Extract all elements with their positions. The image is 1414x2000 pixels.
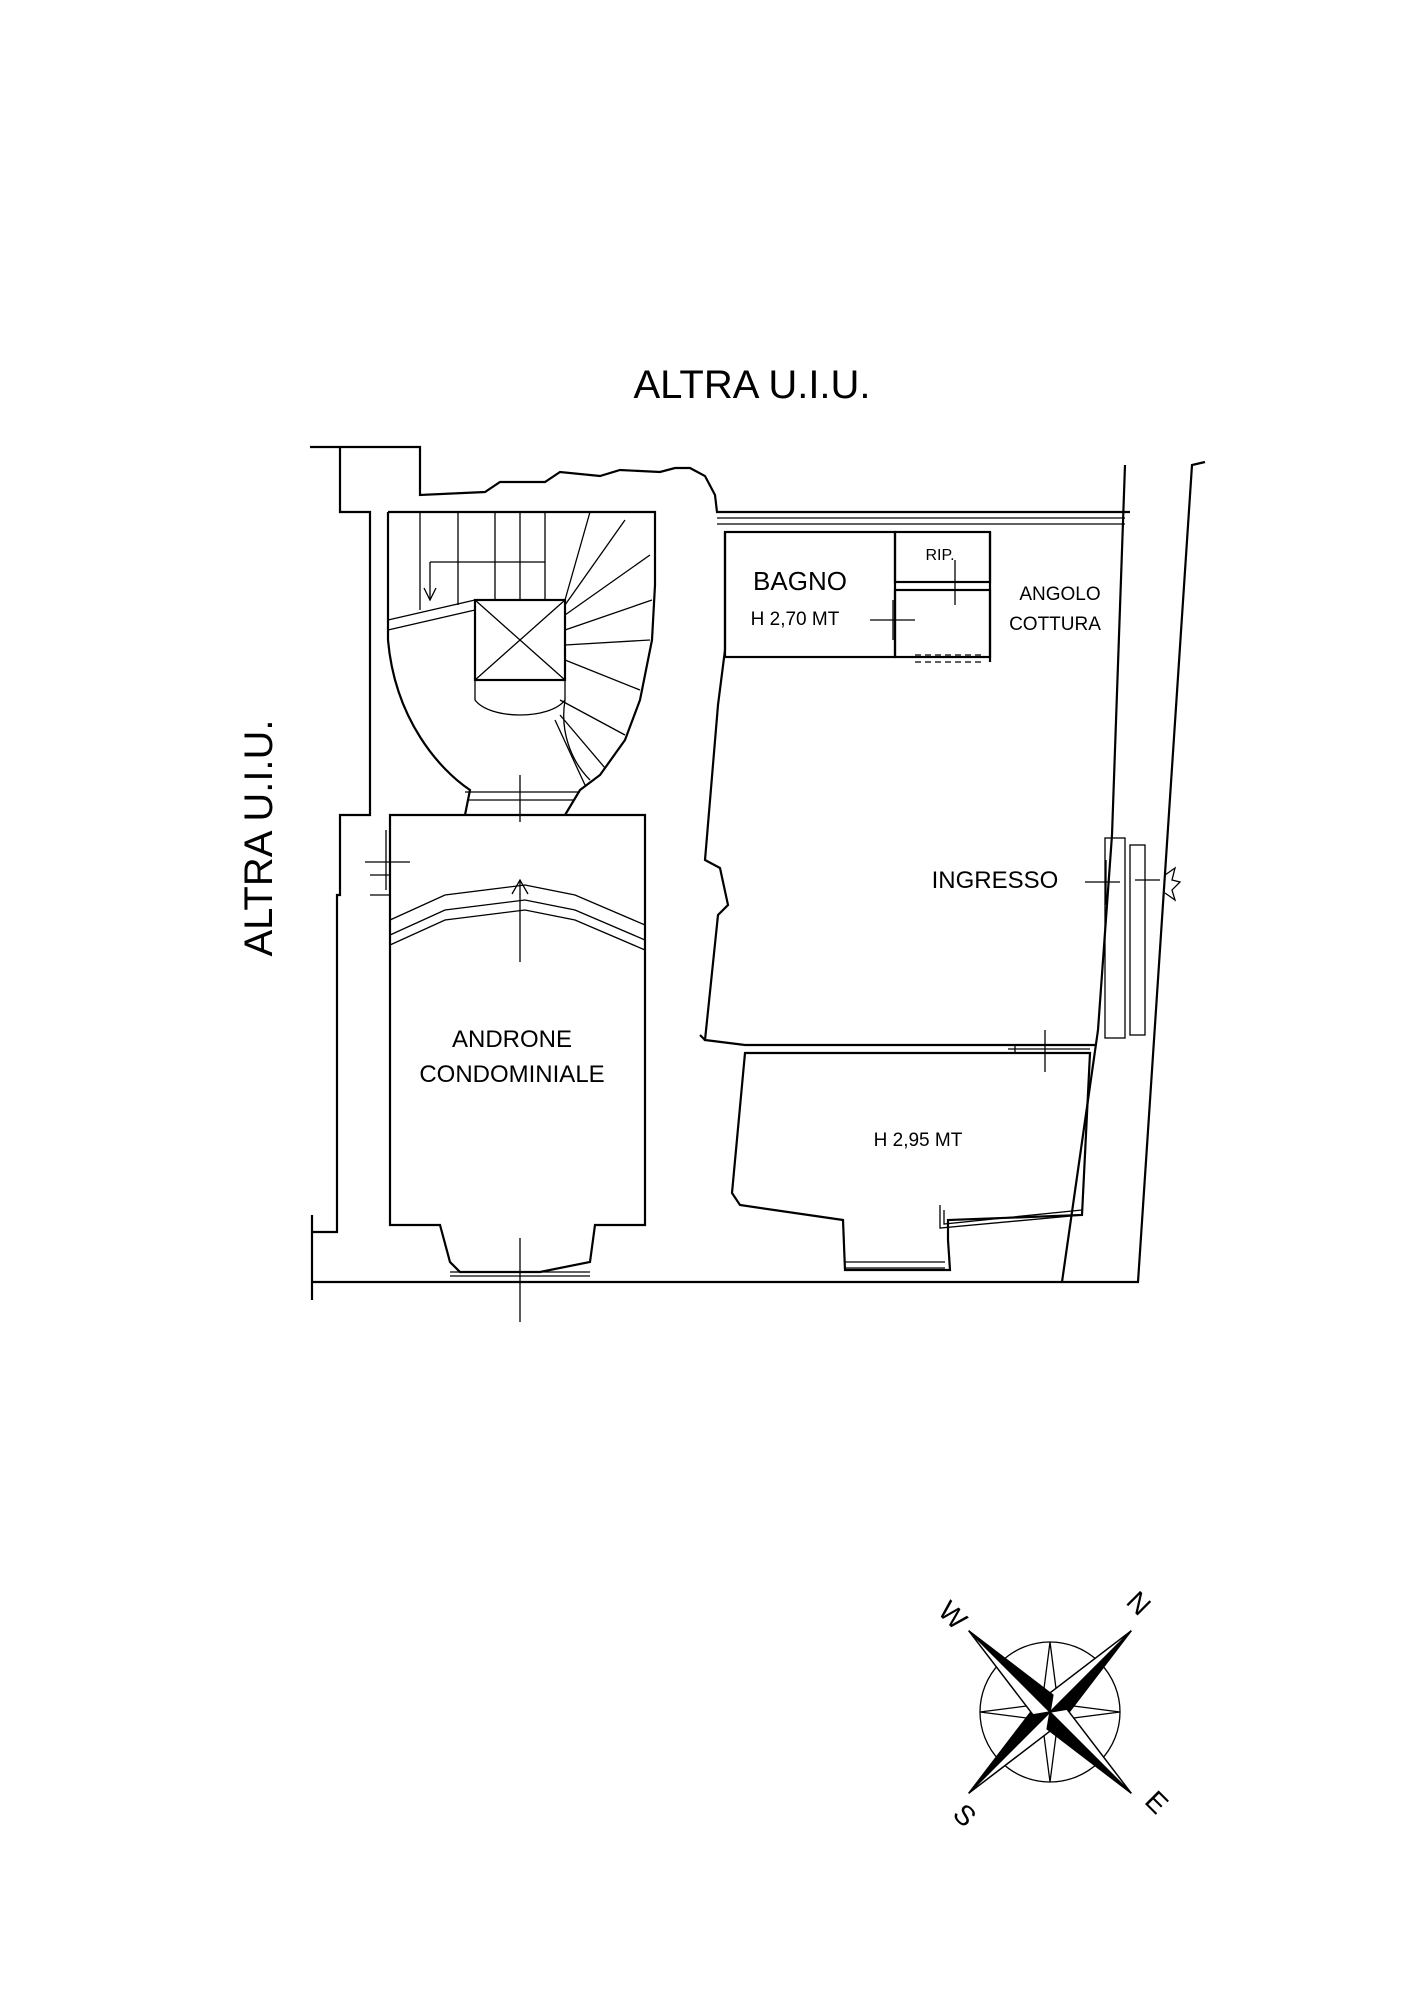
compass-east: E — [1139, 1785, 1174, 1820]
label-ingresso: INGRESSO — [932, 867, 1059, 894]
compass-north: N — [1121, 1585, 1157, 1621]
top-partition — [717, 517, 1125, 525]
ingresso-door — [1085, 837, 1182, 1039]
compass-west: W — [932, 1595, 973, 1636]
label-condominiale: CONDOMINIALE — [419, 1061, 604, 1088]
label-ripostiglio: RIP. — [925, 547, 954, 564]
apartment-walls — [699, 532, 1095, 1047]
label-bagno-height: H 2,70 MT — [751, 609, 840, 630]
compass-needle — [968, 1630, 1132, 1794]
label-neighbor-top: ALTRA U.I.U. — [633, 363, 870, 407]
lower-room — [730, 1030, 1092, 1272]
label-neighbor-left: ALTRA U.I.U. — [237, 719, 281, 956]
compass-rose: N E S W — [932, 1585, 1174, 1833]
label-lower-room-height: H 2,95 MT — [874, 1130, 963, 1151]
bagno-block — [723, 530, 992, 663]
androne-room — [365, 813, 647, 1322]
outer-walls — [310, 445, 1206, 1300]
label-cottura: COTTURA — [1009, 614, 1101, 635]
label-bagno: BAGNO — [753, 566, 847, 596]
staircase — [386, 510, 657, 822]
compass-south: S — [947, 1798, 982, 1833]
label-androne: ANDRONE — [452, 1026, 572, 1053]
label-angolo: ANGOLO — [1019, 584, 1100, 605]
